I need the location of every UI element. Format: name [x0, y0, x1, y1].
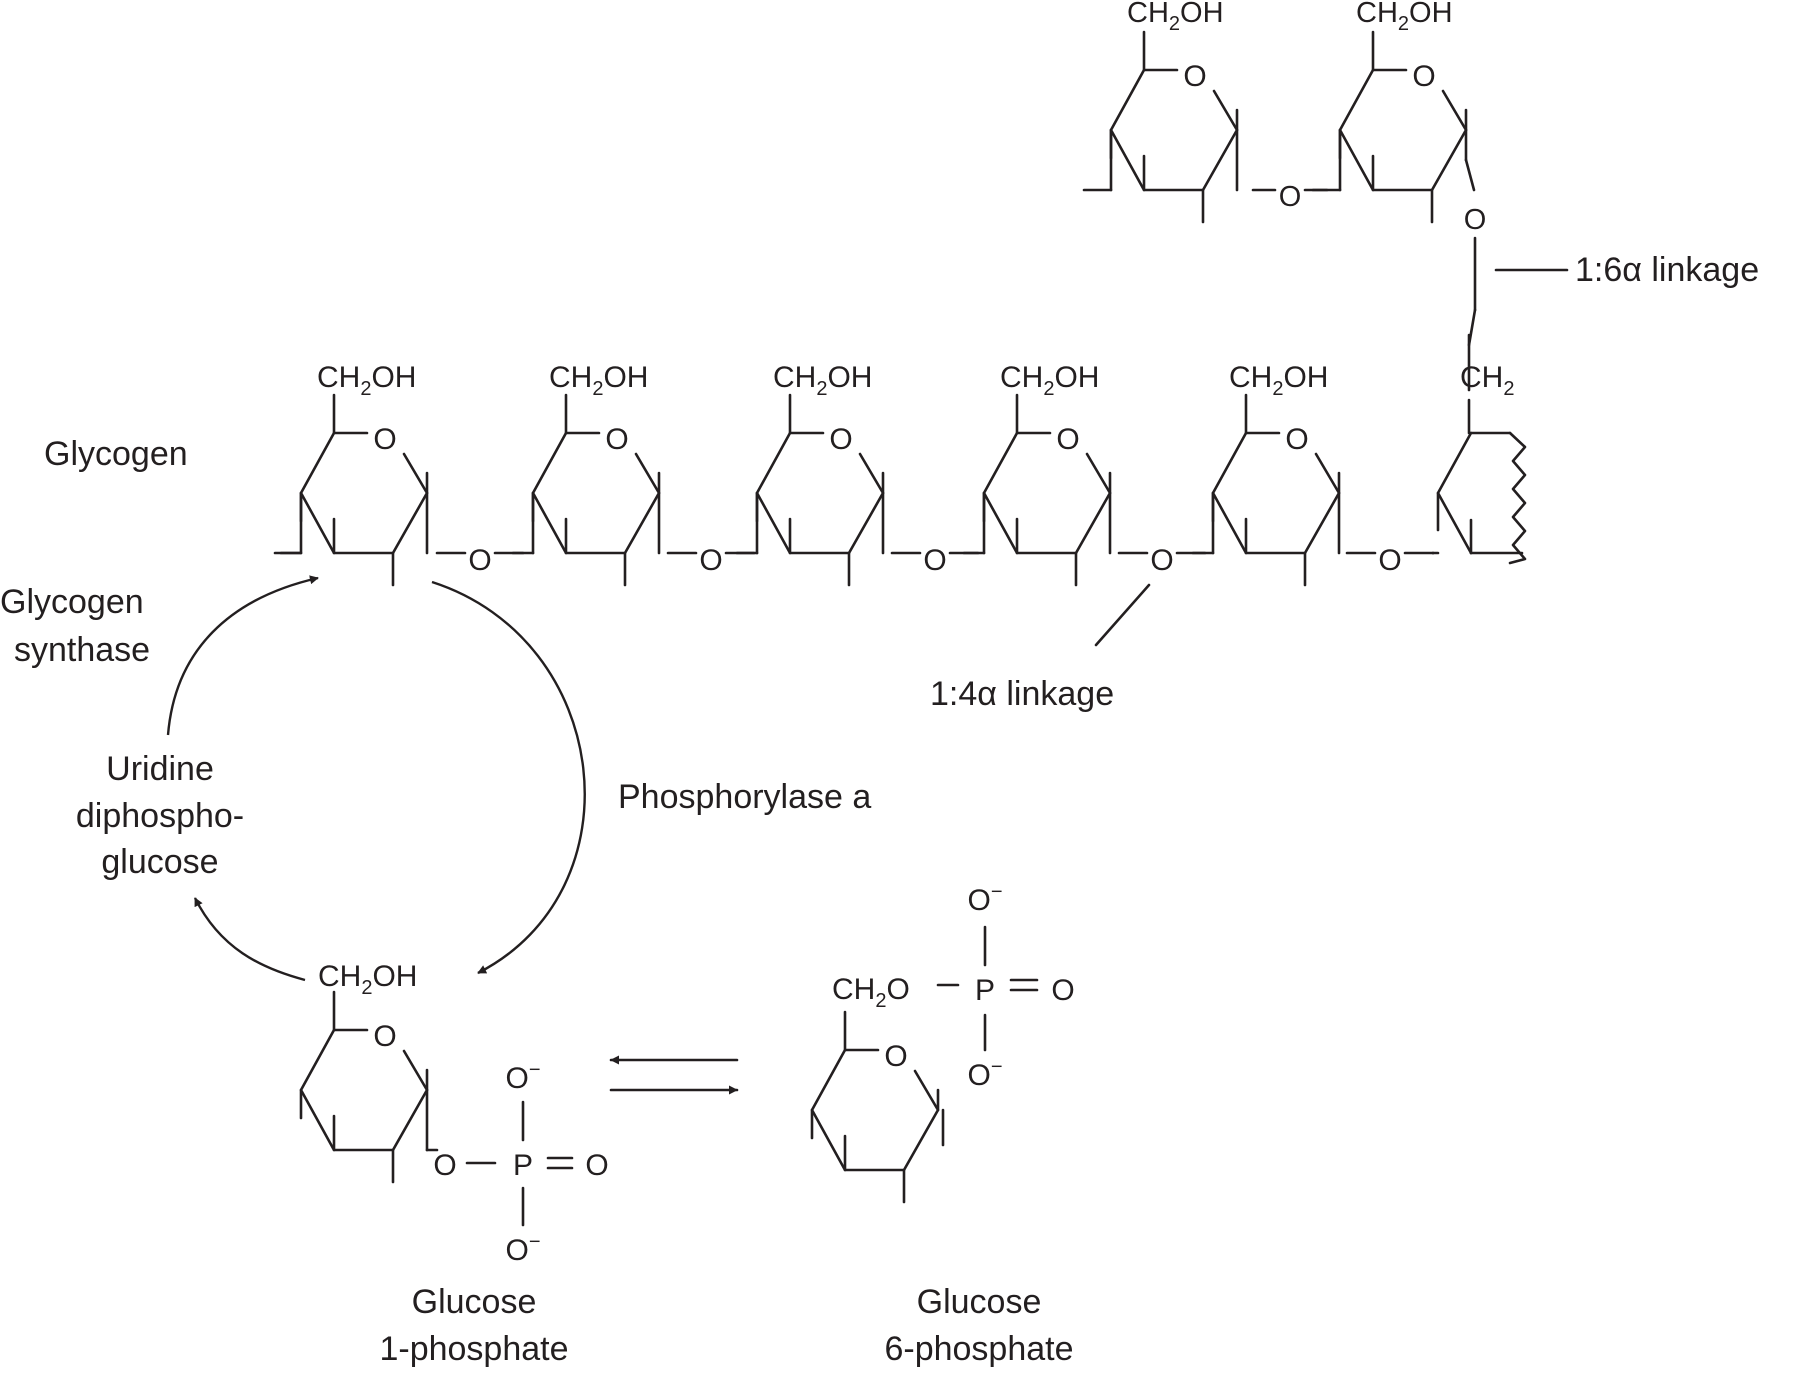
oxide-oxygen-top: O−	[505, 1059, 540, 1095]
linkage-oxygen: O	[1464, 204, 1487, 236]
g1p-label-line1: Glucose	[412, 1283, 537, 1321]
double-bond-oxygen: O	[1051, 974, 1074, 1007]
ring-oxygen: O	[1056, 423, 1079, 456]
ring-oxygen: O	[829, 423, 852, 456]
glycogen-synthase-label-line2: synthase	[14, 631, 150, 669]
glycosidic-bridge-5: O	[1345, 544, 1435, 577]
linkage-14-label: 1:4α linkage	[930, 675, 1114, 713]
glycosidic-bridge-4: O	[1117, 544, 1207, 577]
ring-oxygen: O	[1183, 60, 1206, 93]
glycosidic-bridge-2: O	[666, 544, 756, 577]
ch2oh-group: CH2OH	[1127, 0, 1224, 35]
ring-oxygen: O	[884, 1040, 907, 1073]
ch2o-group: CH2O	[832, 973, 910, 1012]
udpg-label-line2: diphospho-	[76, 797, 244, 835]
glycosidic-bridge-1: O	[435, 544, 525, 577]
glucose-ring-glucose-6-phosphate: O CH2O	[810, 973, 945, 1204]
ch2oh-group: CH2OH	[1229, 361, 1328, 400]
alpha-1-6-linkage: O	[1464, 128, 1487, 347]
udpg-label-line1: Uridine	[106, 750, 214, 788]
ch2oh-group: CH2OH	[317, 361, 416, 400]
ch2oh-group: CH2OH	[1356, 0, 1453, 35]
glucose-ring-chain-2: O CH2OH	[511, 361, 661, 587]
glucose-ring-chain-4: O CH2OH	[962, 361, 1112, 587]
glucose-ring-chain-5: O CH2OH	[1191, 361, 1341, 587]
glucose-ring-chain-1: O CH2OH	[279, 361, 429, 587]
phosphorylase-arrow	[431, 580, 586, 975]
glucose-ring-branch-1: O CH2OH	[1082, 0, 1239, 224]
bridge-oxygen: O	[923, 544, 946, 577]
ch2oh-group: CH2OH	[773, 361, 872, 400]
phosphorus: P	[513, 1149, 533, 1182]
ring-oxygen: O	[1285, 423, 1308, 456]
bridge-oxygen: O	[1279, 181, 1302, 213]
branch-glycosidic-bridge: O	[1251, 181, 1329, 213]
glucose-ring-chain-3: O CH2OH	[735, 361, 885, 587]
glucose-ring-glucose-1-phosphate: O CH2OH	[299, 960, 429, 1184]
oxide-oxygen-top: O−	[967, 881, 1002, 917]
ring-oxygen: O	[1412, 60, 1435, 93]
phosphorus: P	[975, 974, 995, 1007]
glycosidic-bridge-3: O	[890, 544, 980, 577]
equilibrium-arrows	[609, 1055, 739, 1095]
wavy-continuation	[1508, 431, 1527, 565]
glucose-ring-branch-2: O CH2OH	[1311, 0, 1468, 224]
phosphate-group-1: O P O O− O−	[425, 1059, 609, 1267]
linkage-16-label: 1:6α linkage	[1575, 251, 1759, 289]
glycogen-label: Glycogen	[44, 435, 188, 473]
phosphorylase-label: Phosphorylase a	[618, 778, 871, 816]
oxide-oxygen-bottom: O−	[967, 1056, 1002, 1092]
ch2oh-group: CH2OH	[318, 960, 417, 999]
bridge-oxygen: O	[1150, 544, 1173, 577]
branch-point-residue: CH2	[1431, 333, 1527, 565]
bridge-oxygen: O	[468, 544, 491, 577]
glycogen-synthase-label-line1: Glycogen	[0, 583, 144, 621]
g6p-label-line1: Glucose	[917, 1283, 1042, 1321]
ch2oh-group: CH2OH	[1000, 361, 1099, 400]
g1p-label-line2: 1-phosphate	[379, 1330, 568, 1368]
glycogen-synthase-arrow	[166, 575, 319, 736]
ch2oh-group: CH2OH	[549, 361, 648, 400]
ring-oxygen: O	[373, 1020, 396, 1053]
double-bond-oxygen: O	[585, 1149, 608, 1182]
oxide-oxygen-bottom: O−	[505, 1231, 540, 1267]
udpg-formation-arrow	[193, 897, 306, 982]
bridge-oxygen: O	[1378, 544, 1401, 577]
udpg-label-line3: glucose	[101, 843, 218, 881]
bridge-oxygen: O	[699, 544, 722, 577]
ester-oxygen: O	[433, 1149, 456, 1182]
ch2-group: CH2	[1460, 361, 1514, 400]
linkage-14-leader	[1094, 583, 1151, 647]
g6p-label-line2: 6-phosphate	[884, 1330, 1073, 1368]
phosphate-group-6: P O O− O−	[936, 881, 1075, 1092]
ring-oxygen: O	[373, 423, 396, 456]
ring-oxygen: O	[605, 423, 628, 456]
